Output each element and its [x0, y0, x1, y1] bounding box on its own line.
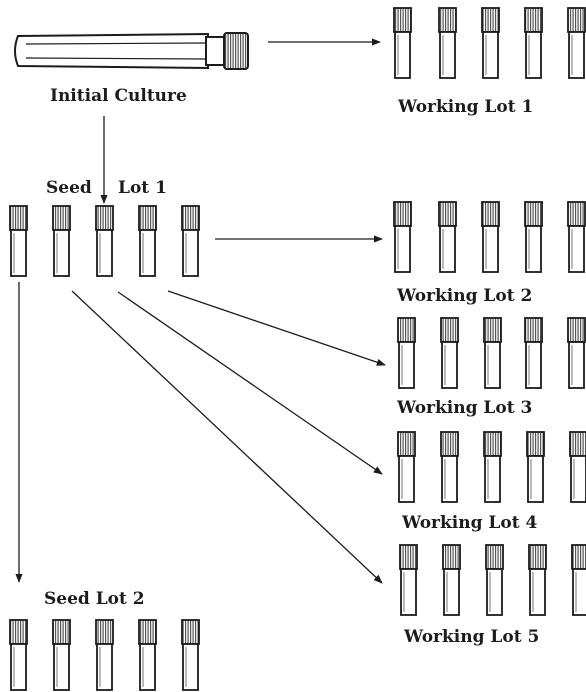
seed-lot-1-vial [53, 206, 70, 276]
working-lot-2-vials [394, 202, 585, 272]
working-lot-4-vial [441, 432, 458, 502]
working-lot-1-vial [525, 8, 542, 78]
working-lot-4-label: Working Lot 4 [401, 513, 537, 533]
working-lot-5-vial [529, 545, 546, 615]
working-lot-5-vial [400, 545, 417, 615]
working-lot-3-label: Working Lot 3 [396, 398, 532, 418]
working-lot-5-vials [400, 545, 586, 615]
working-lot-3-vial [398, 318, 415, 388]
seed-lot-1-vials [10, 206, 199, 276]
working-lot-2-vial [439, 202, 456, 272]
working-lot-2-vial [482, 202, 499, 272]
working-lot-1-vial [482, 8, 499, 78]
connection-arrows [19, 42, 385, 583]
seed-lot-2-vial [10, 620, 27, 690]
working-lot-4-vial [570, 432, 586, 502]
working-lot-4-vials [398, 432, 586, 502]
seed-lot-1-vial [139, 206, 156, 276]
arrow-seed-lot-1-to-working-lot-5 [72, 291, 382, 583]
arrow-seed-lot-1-to-working-lot-3 [168, 291, 385, 365]
working-lot-2-vial [394, 202, 411, 272]
seed-lot-1-vial [182, 206, 199, 276]
seed-lot-2-vials [10, 620, 199, 690]
working-lot-5-vial [572, 545, 586, 615]
working-lot-3-vial [484, 318, 501, 388]
seed-lot-1-label-rest: Lot 1 [118, 178, 167, 198]
working-lot-3-vial [568, 318, 585, 388]
working-lot-5-label: Working Lot 5 [403, 627, 539, 647]
seed-lot-2-vial [182, 620, 199, 690]
initial-culture-label: Initial Culture [50, 86, 187, 106]
working-lot-5-vial [486, 545, 503, 615]
seed-lot-2-vial [53, 620, 70, 690]
working-lot-3-vial [525, 318, 542, 388]
working-lot-3-vials [398, 318, 585, 388]
working-lot-4-vial [527, 432, 544, 502]
working-lot-2-vial [568, 202, 585, 272]
seed-lot-1-vial [10, 206, 27, 276]
seed-lot-2-vial [96, 620, 113, 690]
working-lot-4-vial [398, 432, 415, 502]
working-lot-3-vial [441, 318, 458, 388]
initial-culture-tube [15, 33, 248, 69]
working-lot-5-vial [443, 545, 460, 615]
working-lot-4-vial [484, 432, 501, 502]
working-lot-1-vials [394, 8, 585, 78]
working-lot-2-vial [525, 202, 542, 272]
seed-lot-1-vial [96, 206, 113, 276]
seed-lot-1-label-word: Seed [46, 178, 92, 198]
working-lot-1-vial [439, 8, 456, 78]
working-lot-1-vial [394, 8, 411, 78]
working-lot-1-vial [568, 8, 585, 78]
seed-lot-2-vial [139, 620, 156, 690]
seed-lot-2-label: Seed Lot 2 [44, 589, 145, 609]
working-lot-2-label: Working Lot 2 [396, 286, 532, 306]
working-lot-1-label: Working Lot 1 [397, 97, 533, 117]
